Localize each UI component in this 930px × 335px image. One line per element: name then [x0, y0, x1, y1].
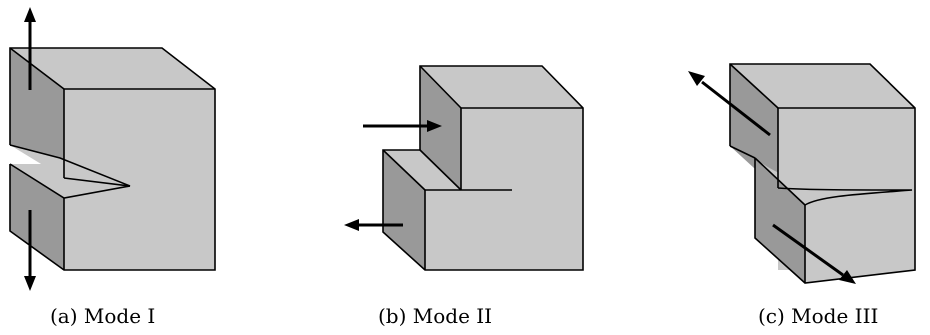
caption-mode-iii: (c) Mode III [758, 304, 879, 328]
tear-arrow-up-left [688, 71, 771, 137]
tension-arrow-up [24, 7, 36, 90]
mode-ii-diagram [344, 65, 584, 271]
mode-iii-diagram [688, 63, 916, 284]
tension-arrow-down [24, 210, 36, 291]
shear-arrow-left [344, 219, 403, 231]
panel-mode-ii: (b) Mode II [330, 0, 610, 335]
caption-mode-ii: (b) Mode II [378, 304, 493, 328]
lower-block [755, 158, 915, 283]
mode-ii-edges [382, 65, 584, 271]
panel-mode-iii: (c) Mode III [660, 0, 930, 335]
crack-opening [10, 145, 130, 198]
upper-block [420, 66, 583, 270]
tear-arrow-down-right [772, 223, 856, 284]
shear-arrow-right [363, 120, 442, 132]
crack-tear [755, 158, 912, 205]
mode-i-diagram [9, 7, 216, 291]
caption-mode-i: (a) Mode I [50, 304, 156, 328]
mode-i-edges [9, 47, 216, 271]
mode-iii-edges [729, 63, 916, 284]
lower-block [10, 164, 64, 270]
panel-mode-i: (a) Mode I [0, 0, 300, 335]
